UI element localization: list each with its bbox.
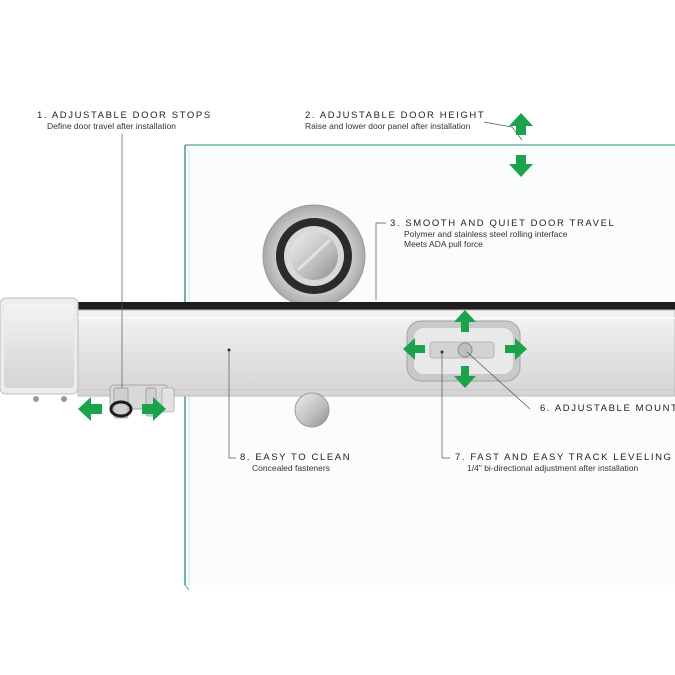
panel-knob <box>294 392 330 428</box>
callout-door-travel: 3. SMOOTH AND QUIET DOOR TRAVEL Polymer … <box>390 218 616 249</box>
leader-lines <box>121 121 531 459</box>
four-way-arrow-icon <box>403 310 527 388</box>
callout-number: 3. <box>390 218 402 229</box>
callout-title: 1. ADJUSTABLE DOOR STOPS <box>37 110 212 122</box>
callout-door-stops: 1. ADJUSTABLE DOOR STOPS Define door tra… <box>37 110 212 132</box>
callout-number: 7. <box>455 452 467 463</box>
callout-title: 8. EASY TO CLEAN <box>240 452 352 464</box>
callout-description: 1/4" bi-directional adjustment after ins… <box>467 462 639 473</box>
callout-description: Raise and lower door panel after install… <box>305 120 471 131</box>
adjust-arrows <box>78 113 533 421</box>
track-rail <box>77 309 675 397</box>
callout-description: Define door travel after installation <box>47 120 176 131</box>
double-arrow-vertical-icon <box>509 113 533 177</box>
callout-title-text: EASY TO CLEAN <box>255 452 352 463</box>
track-end-cap <box>0 297 79 402</box>
callout-description: Concealed fasteners <box>252 462 330 473</box>
adjustment-slot <box>406 320 521 382</box>
callout-title-text: FAST AND EASY TRACK LEVELING <box>470 452 673 463</box>
callout-door-height: 2. ADJUSTABLE DOOR HEIGHT Raise and lowe… <box>305 110 486 132</box>
callout-number: 2. <box>305 110 317 121</box>
callout-number: 6. <box>540 403 552 414</box>
callout-easy-clean: 8. EASY TO CLEAN Concealed fasteners <box>240 452 352 474</box>
callout-title: 3. SMOOTH AND QUIET DOOR TRAVEL <box>390 218 616 230</box>
callout-number: 8. <box>240 452 252 463</box>
callout-title: 6. ADJUSTABLE MOUNT <box>540 403 675 415</box>
callout-description: Polymer and stainless steel rolling inte… <box>404 228 568 239</box>
callout-title-text: ADJUSTABLE DOOR STOPS <box>51 110 212 121</box>
callout-adjustable-mount: 6. ADJUSTABLE MOUNT <box>540 403 675 415</box>
track-top-edge <box>0 302 675 310</box>
roller-wheel <box>262 204 366 308</box>
callout-title-text: ADJUSTABLE DOOR HEIGHT <box>319 110 486 121</box>
callout-title: 2. ADJUSTABLE DOOR HEIGHT <box>305 110 486 122</box>
callout-number: 1. <box>37 110 49 121</box>
callout-title: 7. FAST AND EASY TRACK LEVELING <box>455 452 673 464</box>
callout-title-text: ADJUSTABLE MOUNT <box>554 403 675 414</box>
callout-title-text: SMOOTH AND QUIET DOOR TRAVEL <box>405 218 616 229</box>
leader-dots <box>227 348 444 354</box>
callout-description: Meets ADA pull force <box>404 238 483 249</box>
callout-track-leveling: 7. FAST AND EASY TRACK LEVELING 1/4" bi-… <box>455 452 673 474</box>
double-arrow-horizontal-icon <box>78 397 166 421</box>
